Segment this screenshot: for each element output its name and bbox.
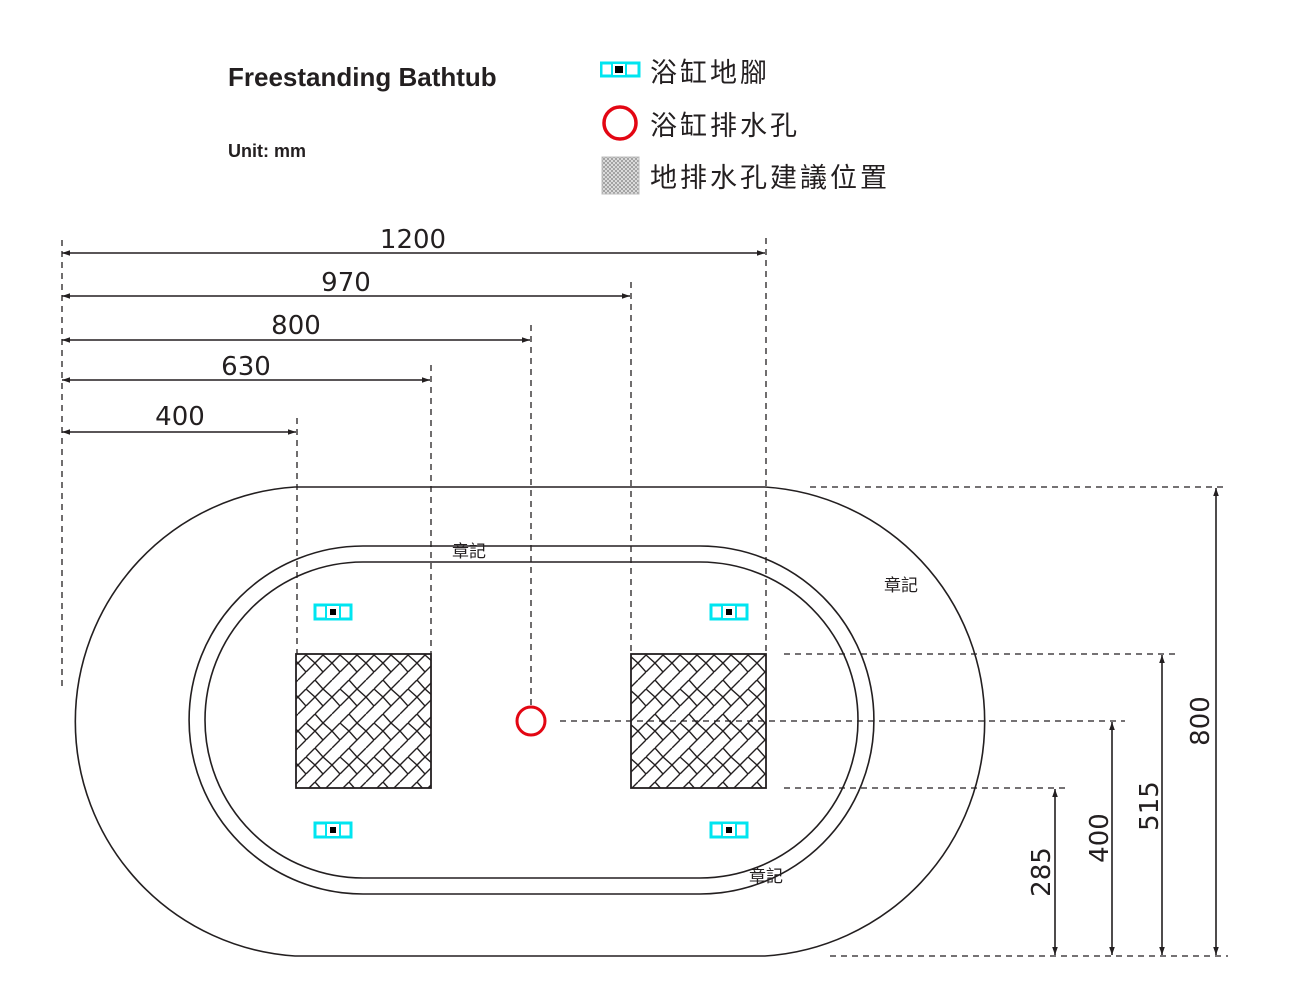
stamp-mark: 章記 bbox=[749, 867, 783, 887]
bathtub-drain-circle bbox=[515, 705, 547, 737]
legend-item-hatch: 地排水孔建議位置 bbox=[600, 155, 890, 195]
legend-label-hatch: 地排水孔建議位置 bbox=[650, 162, 890, 194]
tub-outline bbox=[74, 486, 986, 957]
legend-item-drain: 浴缸排水孔 bbox=[600, 103, 800, 143]
vertical-dimension-lines bbox=[1052, 488, 1219, 955]
hatch-area-icon bbox=[601, 156, 640, 195]
tub-basin bbox=[204, 561, 859, 879]
tub-foot bbox=[313, 603, 353, 621]
dim-label-800: 800 bbox=[271, 311, 321, 341]
tub-feet bbox=[313, 603, 749, 839]
legend-item-foot: 浴缸地腳 bbox=[600, 50, 770, 90]
floor-drain-area-left bbox=[295, 653, 432, 789]
dim-label-v400: 400 bbox=[1085, 813, 1115, 863]
tub-outer-rim bbox=[74, 486, 986, 957]
foot-icon bbox=[600, 61, 641, 78]
dim-label-v285: 285 bbox=[1027, 847, 1057, 897]
legend-label-drain: 浴缸排水孔 bbox=[650, 110, 800, 142]
legend-label-foot: 浴缸地腳 bbox=[650, 57, 770, 89]
dim-label-v515: 515 bbox=[1135, 781, 1165, 831]
page-title: Freestanding Bathtub bbox=[228, 62, 497, 92]
extension-lines bbox=[61, 238, 1228, 957]
horizontal-dimension-lines bbox=[62, 250, 765, 435]
dim-label-1200: 1200 bbox=[380, 225, 446, 255]
dim-label-630: 630 bbox=[221, 352, 271, 382]
stamp-mark: 章記 bbox=[884, 576, 918, 596]
stamp-mark: 章記 bbox=[452, 542, 486, 562]
unit-label: Unit: mm bbox=[228, 141, 306, 161]
drain-circle-icon bbox=[602, 105, 638, 141]
dim-label-400: 400 bbox=[155, 402, 205, 432]
dim-label-970: 970 bbox=[321, 268, 371, 298]
tub-inner-rim bbox=[188, 545, 875, 895]
tub-foot bbox=[709, 821, 749, 839]
tub-foot bbox=[313, 821, 353, 839]
dim-label-v800: 800 bbox=[1186, 696, 1216, 746]
tub-foot bbox=[709, 603, 749, 621]
